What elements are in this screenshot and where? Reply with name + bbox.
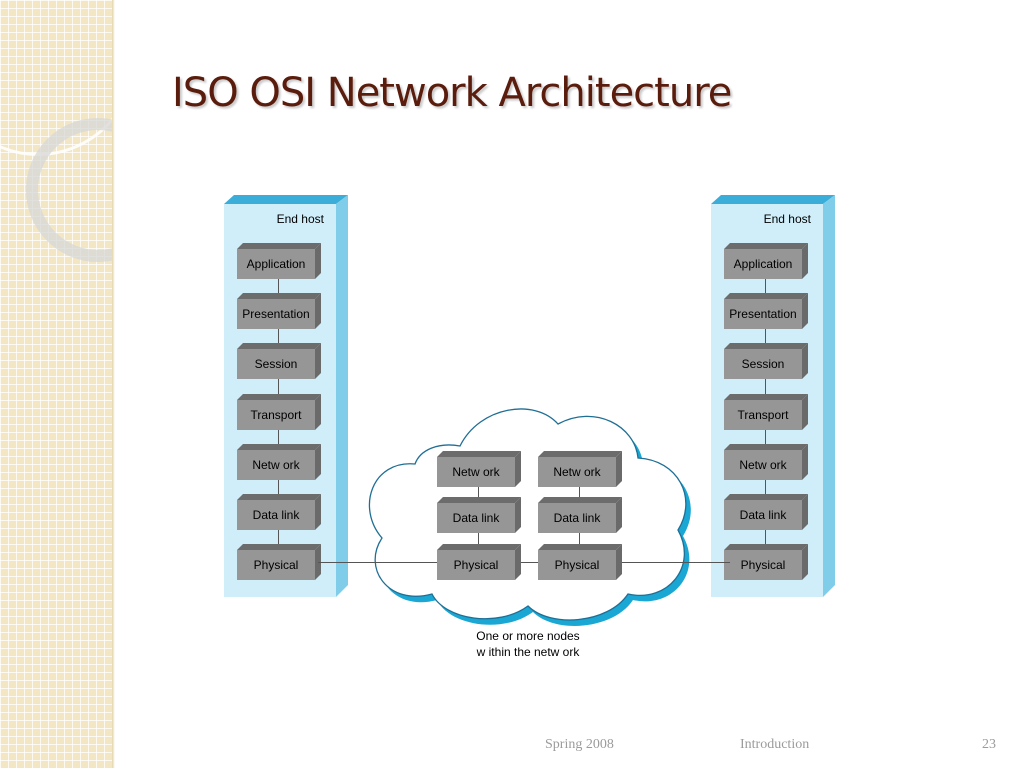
layer-physical-node2: Physical bbox=[538, 544, 622, 580]
layer-transport-right: Transport bbox=[724, 394, 808, 430]
layer-datalink-left: Data link bbox=[237, 494, 321, 530]
cloud-caption: One or more nodes w ithin the netw ork bbox=[428, 628, 628, 660]
layer-application-right: Application bbox=[724, 243, 808, 279]
end-host-side-face bbox=[336, 195, 348, 597]
layer-datalink-node2: Data link bbox=[538, 497, 622, 533]
layer-physical-right: Physical bbox=[724, 544, 808, 580]
end-host-label: End host bbox=[276, 212, 324, 226]
layer-datalink-node1: Data link bbox=[437, 497, 521, 533]
decorative-sidebar bbox=[0, 0, 112, 768]
layer-network-node1: Netw ork bbox=[437, 451, 521, 487]
footer-date: Spring 2008 bbox=[545, 737, 614, 752]
layer-network-node2: Netw ork bbox=[538, 451, 622, 487]
layer-session-left: Session bbox=[237, 343, 321, 379]
cloud-caption-line1: One or more nodes bbox=[476, 629, 580, 643]
slide-title: ISO OSI Network Architecture bbox=[172, 70, 732, 116]
layer-presentation-left: Presentation bbox=[237, 293, 321, 329]
end-host-top-face bbox=[224, 195, 348, 204]
footer-page-number: 23 bbox=[982, 737, 996, 752]
end-host-top-face bbox=[711, 195, 835, 204]
layer-network-left: Netw ork bbox=[237, 444, 321, 480]
layer-transport-left: Transport bbox=[237, 394, 321, 430]
layer-physical-left: Physical bbox=[237, 544, 321, 580]
layer-physical-node1: Physical bbox=[437, 544, 521, 580]
layer-application-left: Application bbox=[237, 243, 321, 279]
physical-link-line bbox=[318, 562, 730, 563]
footer-section: Introduction bbox=[740, 737, 810, 752]
layer-datalink-right: Data link bbox=[724, 494, 808, 530]
layer-presentation-right: Presentation bbox=[724, 293, 808, 329]
end-host-side-face bbox=[823, 195, 835, 597]
layer-session-right: Session bbox=[724, 343, 808, 379]
network-cloud bbox=[368, 408, 691, 626]
layer-network-right: Netw ork bbox=[724, 444, 808, 480]
sidebar-edge bbox=[112, 0, 115, 768]
cloud-caption-line2: w ithin the netw ork bbox=[476, 645, 580, 659]
end-host-label: End host bbox=[763, 212, 811, 226]
